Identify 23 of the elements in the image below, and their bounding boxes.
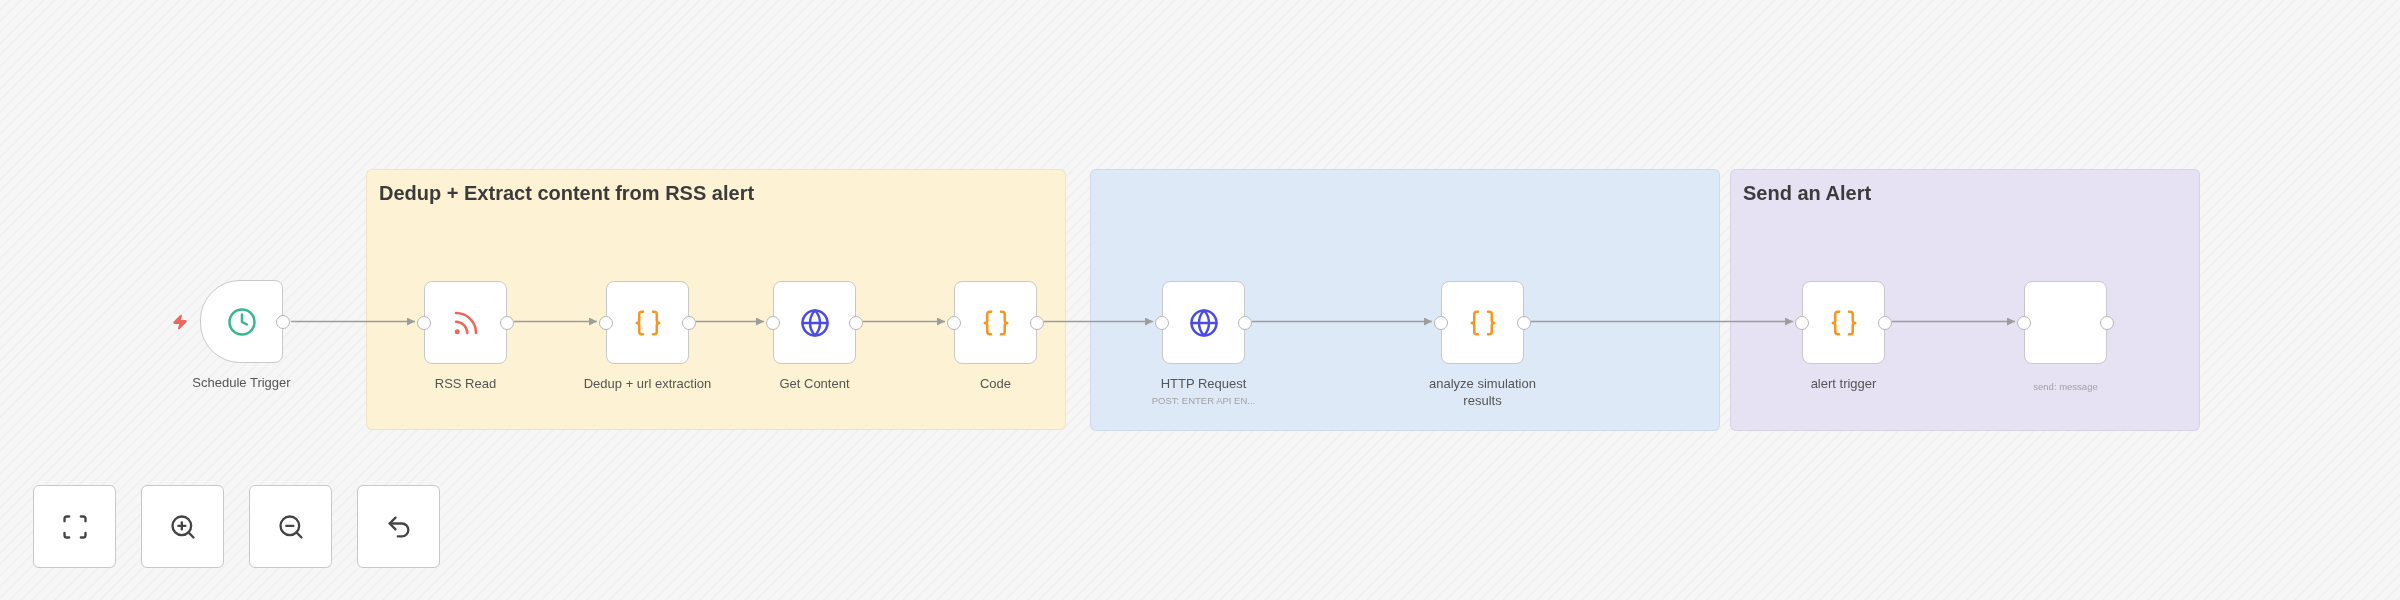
arrow (1043, 317, 1154, 326)
group-panel (1090, 169, 1720, 431)
node-label: RSS Read (433, 375, 498, 392)
arrow (1530, 317, 1794, 326)
node-label: HTTP Request (1159, 375, 1248, 392)
node-label: Code (978, 375, 1013, 392)
node-label: alert trigger (1809, 375, 1878, 392)
group-panel (366, 169, 1066, 430)
node-label: Schedule Trigger (191, 374, 292, 391)
group-heading: Dedup + Extract content from RSS alert (379, 182, 755, 205)
node-subtitle: POST: ENTER API EN... (1150, 395, 1257, 406)
group-panel (1730, 169, 2200, 431)
arrow (1251, 317, 1433, 326)
arrow (695, 317, 765, 326)
arrow (513, 317, 598, 326)
node-label: Dedup + url extraction (582, 375, 713, 392)
group-heading: Send an Alert (1743, 182, 1872, 205)
arrow (1891, 317, 2016, 326)
node-subtitle: send: message (2032, 380, 2099, 394)
arrow (862, 317, 946, 326)
node-label: Get Content (778, 375, 851, 392)
node-label: analyze simulation results (1428, 375, 1537, 409)
arrow (290, 317, 416, 326)
